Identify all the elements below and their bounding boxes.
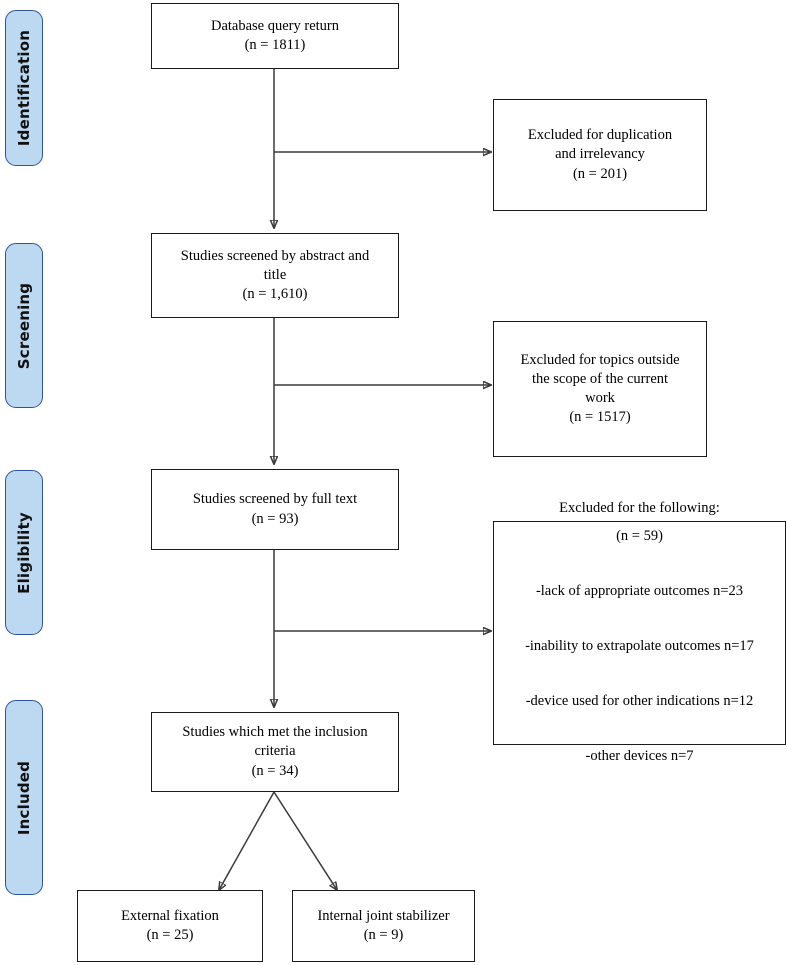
stage-tab-included: Included [5, 700, 43, 895]
node-met-inclusion-criteria-text: Studies which met the inclusion criteria… [182, 724, 368, 779]
node-database-query-return-text: Database query return (n = 1811) [210, 17, 340, 53]
node-internal-joint-stabilizer: Internal joint stabilizer (n = 9) [292, 890, 475, 962]
node-screened-full-text-text: Studies screened by full text (n = 93) [192, 491, 358, 527]
node-screened-full-text: Studies screened by full text (n = 93) [151, 469, 399, 550]
node-excluded-following: Excluded for the following: (n = 59) -la… [493, 500, 786, 764]
stage-tab-included-label: Included [15, 760, 34, 835]
node-excluded-duplication: Excluded for duplication and irrelevancy… [493, 99, 707, 211]
stage-tab-identification-label: Identification [15, 29, 34, 147]
node-excluded-scope: Excluded for topics outside the scope of… [493, 321, 707, 457]
stage-tab-screening-label: Screening [15, 282, 34, 369]
stage-tab-identification: Identification [5, 10, 43, 166]
node-excluded-following-text: Excluded for the following: (n = 59) -la… [525, 500, 754, 765]
node-external-fixation-text: External fixation (n = 25) [121, 907, 219, 943]
stage-tab-screening: Screening [5, 243, 43, 408]
node-excluded-scope-text: Excluded for topics outside the scope of… [520, 351, 680, 426]
stage-tab-eligibility-label: Eligibility [15, 511, 34, 594]
node-excluded-duplication-text: Excluded for duplication and irrelevancy… [527, 127, 673, 182]
node-internal-joint-stabilizer-text: Internal joint stabilizer (n = 9) [317, 907, 450, 943]
node-external-fixation: External fixation (n = 25) [77, 890, 263, 962]
edge-included-to-external-fixation [219, 791, 275, 890]
node-screened-abstract-title: Studies screened by abstract and title (… [151, 233, 399, 318]
edge-included-to-internal-stabilizer [273, 791, 337, 890]
node-met-inclusion-criteria: Studies which met the inclusion criteria… [151, 712, 399, 792]
node-screened-abstract-title-text: Studies screened by abstract and title (… [180, 247, 370, 303]
node-database-query-return: Database query return (n = 1811) [151, 3, 399, 69]
stage-tab-eligibility: Eligibility [5, 470, 43, 635]
